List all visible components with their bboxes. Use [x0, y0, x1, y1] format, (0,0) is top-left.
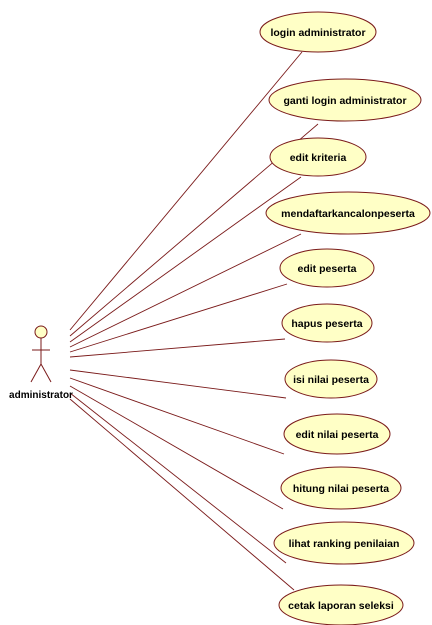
actor-left-leg	[30, 363, 42, 383]
use-case-ellipse	[268, 78, 422, 122]
association-line	[69, 51, 303, 331]
actor-head-icon	[34, 325, 48, 339]
use-case: edit peserta	[279, 248, 375, 288]
use-case-ellipse	[259, 11, 377, 53]
use-case-ellipse	[265, 191, 431, 235]
actor-right-leg	[40, 363, 52, 383]
use-case-label: hitung nilai peserta	[293, 483, 389, 495]
use-case-ellipse	[273, 521, 415, 565]
association-line	[69, 377, 285, 455]
actor: administrator	[9, 325, 73, 401]
association-line	[69, 392, 287, 564]
association-line	[69, 338, 286, 358]
association-lines	[69, 51, 319, 591]
use-case-ellipse	[281, 303, 373, 343]
actor-label: administrator	[9, 390, 73, 401]
use-case-ellipse	[283, 413, 391, 455]
use-case: mendaftarkancalonpeserta	[265, 191, 431, 235]
use-case-label: isi nilai peserta	[293, 374, 369, 386]
use-case-label: edit nilai peserta	[296, 429, 379, 441]
use-case: cetak laporan seleksi	[278, 584, 404, 625]
use-case-label: cetak laporan seleksi	[288, 600, 394, 612]
use-case-ellipse	[284, 359, 378, 399]
use-case: hitung nilai peserta	[280, 466, 402, 510]
use-case-ellipse	[278, 584, 404, 625]
use-case: edit kriteria	[269, 137, 367, 177]
use-case-label: lihat ranking penilaian	[289, 538, 400, 550]
use-case: edit nilai peserta	[283, 413, 391, 455]
use-case: isi nilai peserta	[284, 359, 378, 399]
use-case-label: edit peserta	[298, 263, 357, 275]
association-line	[69, 233, 302, 348]
use-case-ellipse	[269, 137, 367, 177]
use-case: lihat ranking penilaian	[273, 521, 415, 565]
association-line	[69, 283, 288, 353]
use-case: login administrator	[259, 11, 377, 53]
association-line	[69, 369, 287, 399]
association-line	[69, 398, 295, 591]
association-line	[69, 385, 284, 510]
use-case-label: mendaftarkancalonpeserta	[281, 208, 415, 220]
use-case: hapus peserta	[281, 303, 373, 343]
association-line	[69, 176, 302, 343]
use-case-label: login administrator	[270, 27, 365, 39]
use-case: ganti login administrator	[268, 78, 422, 122]
use-cases: login administrator ganti login administr…	[259, 11, 431, 625]
use-case-label: edit kriteria	[290, 152, 347, 164]
use-case-ellipse	[279, 248, 375, 288]
use-case-label: hapus peserta	[291, 318, 362, 330]
use-case-label: ganti login administrator	[283, 95, 406, 107]
use-case-ellipse	[280, 466, 402, 510]
